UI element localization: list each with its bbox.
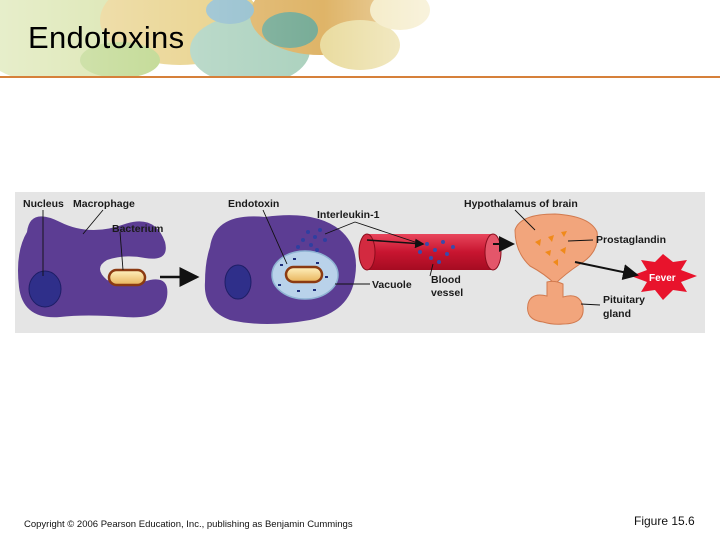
figure-number: Figure 15.6 xyxy=(634,514,695,528)
label-blood: Blood xyxy=(431,274,461,286)
title-divider xyxy=(0,76,720,78)
label-bacterium: Bacterium xyxy=(112,223,163,235)
header-banner: Endotoxins xyxy=(0,0,720,78)
bacterium-2 xyxy=(284,265,324,284)
label-interleukin: Interleukin-1 xyxy=(317,209,380,221)
label-fever: Fever xyxy=(649,273,676,284)
interleukin-dots-cell xyxy=(296,228,327,252)
label-macrophage: Macrophage xyxy=(73,198,135,210)
interleukin-arrow-to-vessel xyxy=(366,238,425,249)
label-endotoxin: Endotoxin xyxy=(228,198,279,210)
copyright-text: Copyright © 2006 Pearson Education, Inc.… xyxy=(24,519,353,530)
label-gland: gland xyxy=(603,308,631,320)
label-vacuole: Vacuole xyxy=(372,279,412,291)
endotoxin-fragments xyxy=(278,258,328,292)
nucleus-2 xyxy=(224,264,252,300)
label-vessel: vessel xyxy=(431,287,463,299)
label-nucleus: Nucleus xyxy=(23,198,64,210)
prostaglandin-triangles xyxy=(535,231,567,266)
label-pituitary: Pituitary xyxy=(603,294,645,306)
fever-burst xyxy=(631,254,697,300)
label-hypothalamus: Hypothalamus of brain xyxy=(464,198,578,210)
endotoxin-figure: Nucleus Macrophage Bacterium Endotoxin I… xyxy=(15,192,705,333)
fever-arrow xyxy=(574,261,639,280)
banner-art xyxy=(0,0,720,78)
pituitary-gland xyxy=(527,280,584,325)
figure-illustration: Nucleus Macrophage Bacterium Endotoxin I… xyxy=(18,198,697,325)
interleukin-dots-vessel xyxy=(418,240,455,264)
label-prostaglandin: Prostaglandin xyxy=(596,234,666,246)
bacterium-1 xyxy=(107,268,147,287)
hypothalamus xyxy=(514,213,598,285)
blood-vessel xyxy=(367,234,493,270)
nucleus-1 xyxy=(28,270,62,308)
slide-title: Endotoxins xyxy=(28,20,185,55)
